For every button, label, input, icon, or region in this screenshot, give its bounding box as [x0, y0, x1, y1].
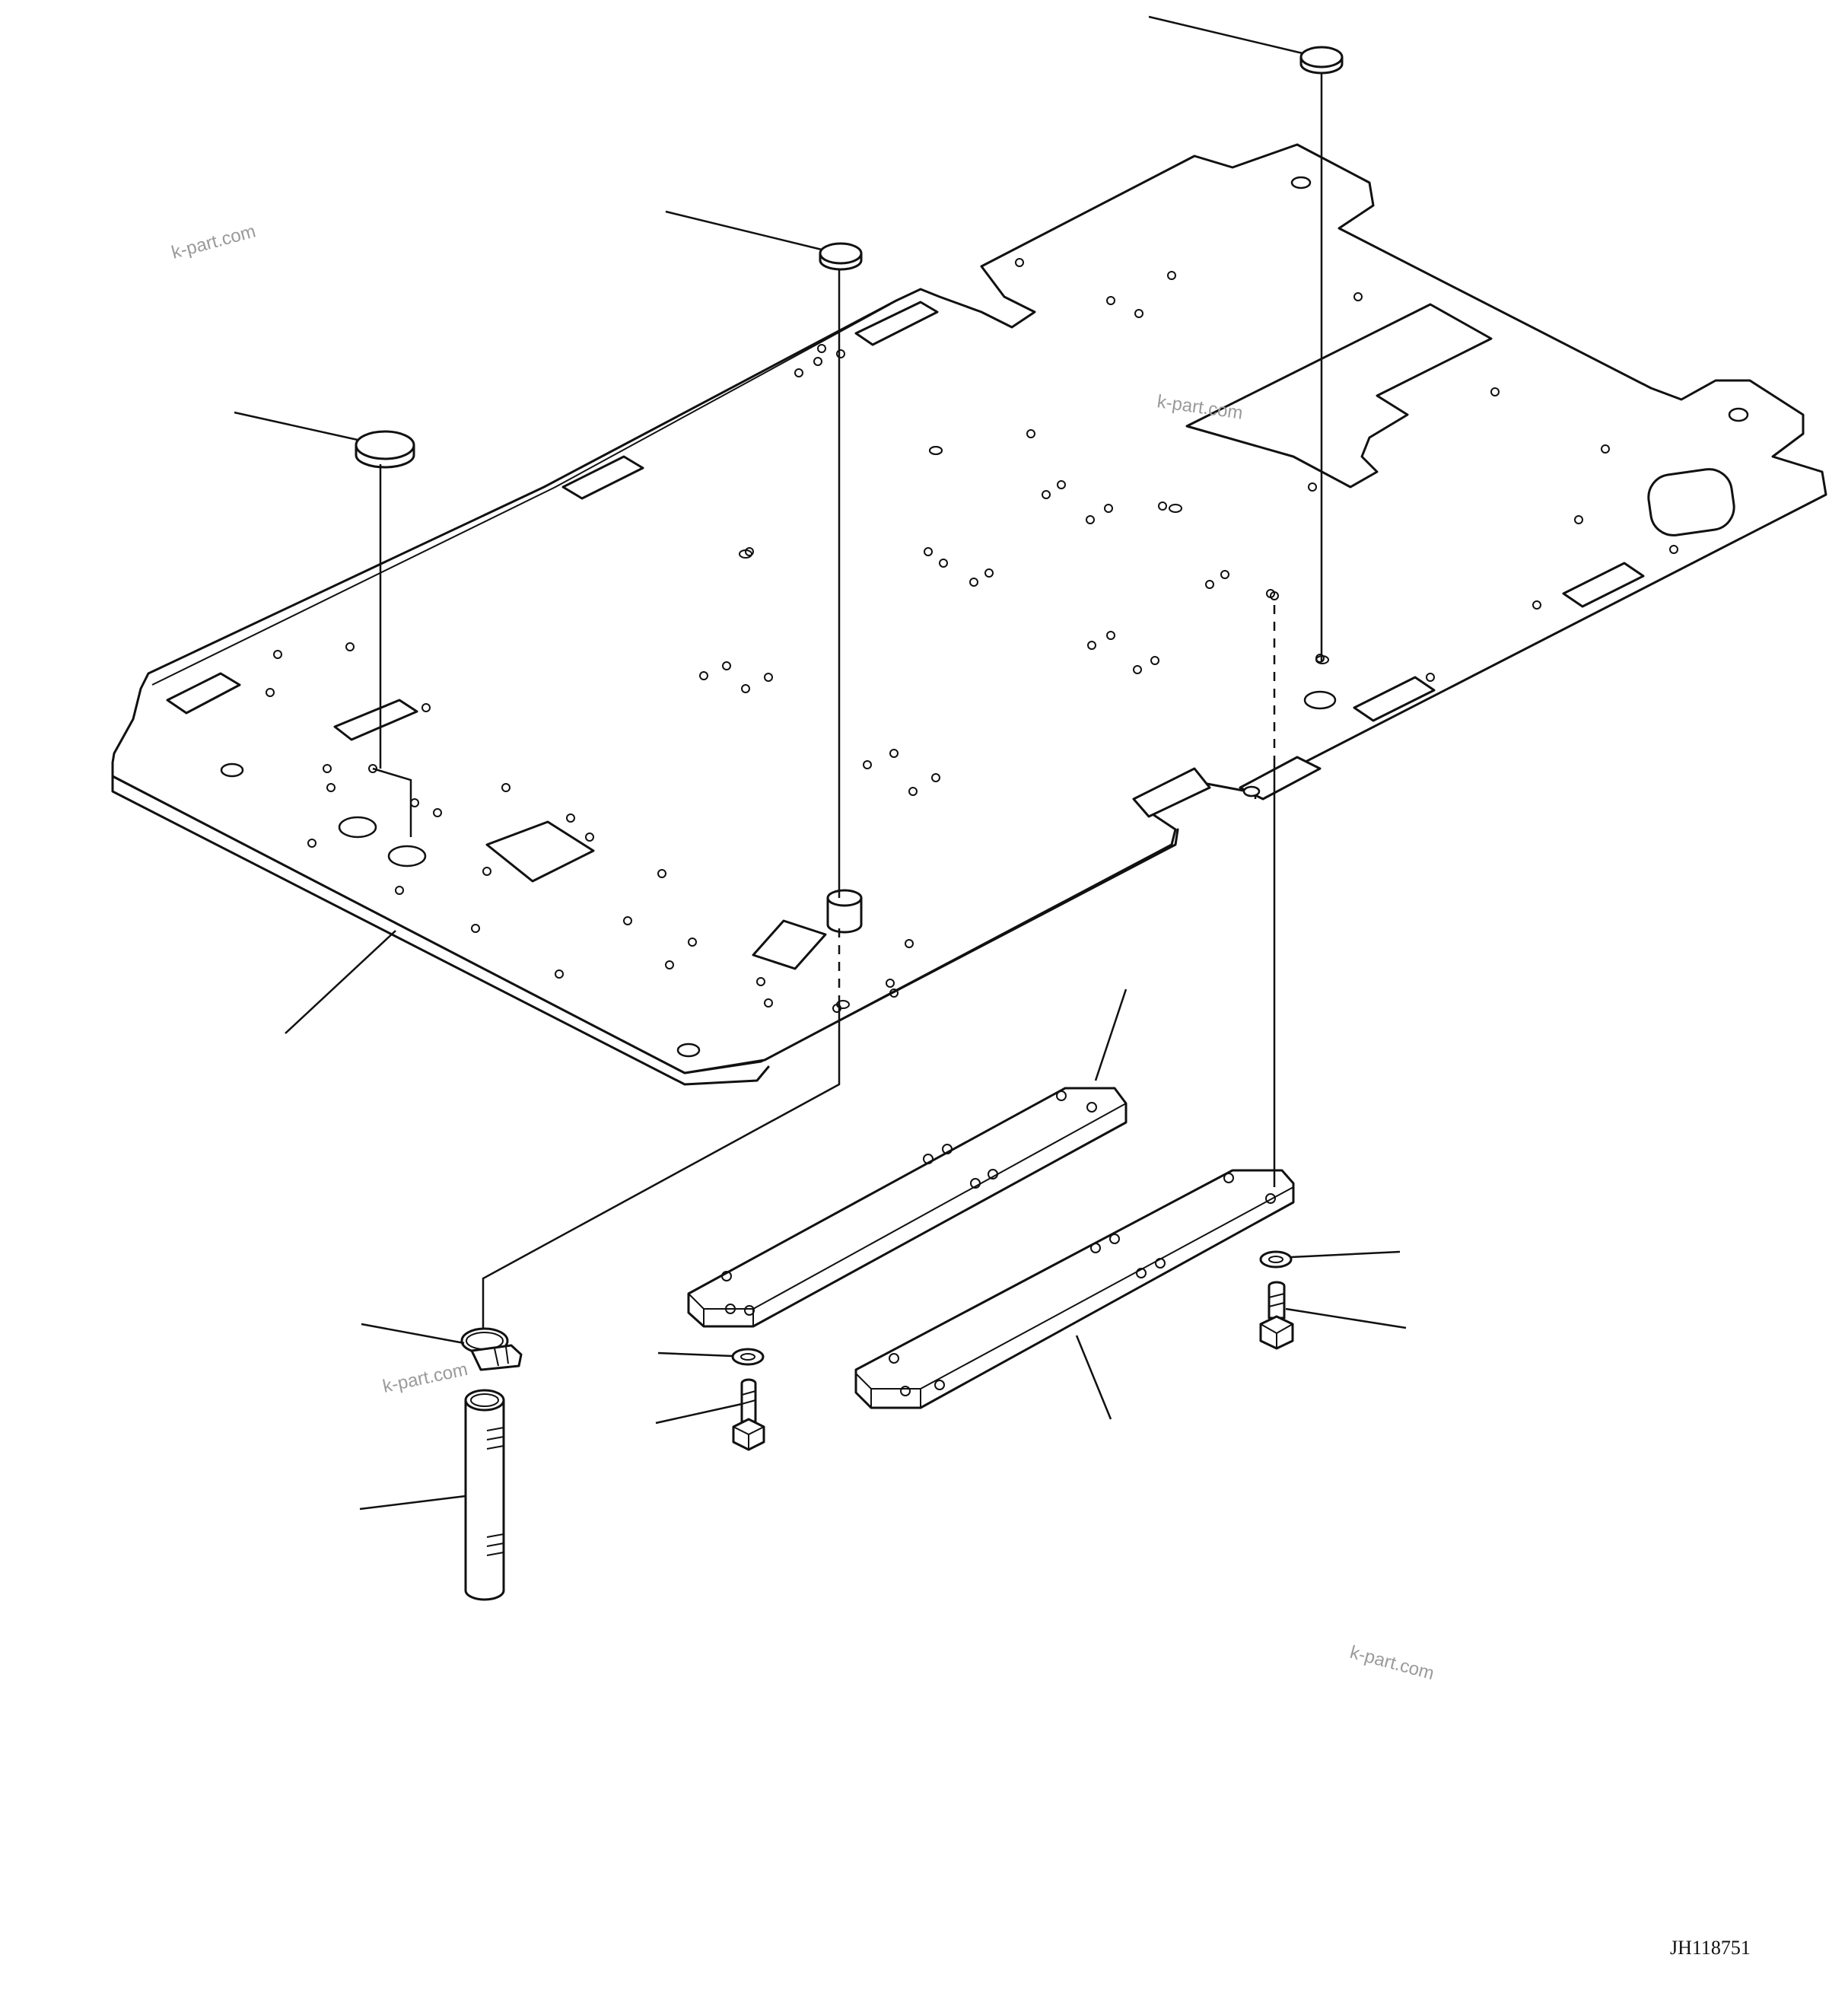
plug-large	[234, 411, 415, 769]
floor-plate	[111, 143, 1827, 1086]
watermark-1: k-part.com	[170, 221, 258, 263]
drawing-code: JH118751	[1670, 1937, 1751, 1959]
plate-holes	[220, 176, 1749, 1058]
drain-hose	[359, 1389, 505, 1601]
plate-small-holes	[266, 258, 1678, 1013]
plate-tabs	[166, 301, 1645, 818]
washer-right	[1259, 1250, 1401, 1269]
drain-stub	[826, 889, 863, 934]
plug-middle	[665, 210, 863, 1004]
mounting-bar-lower	[854, 1169, 1295, 1420]
washer-center	[657, 1348, 765, 1366]
plug-leader-branch	[372, 767, 412, 837]
plug-top	[1148, 15, 1344, 662]
mounting-bar-upper	[687, 988, 1128, 1328]
plate-leader	[285, 930, 396, 1034]
watermark-3: k-part.com	[381, 1359, 469, 1397]
bolt-right	[1259, 1281, 1407, 1350]
hose-clamp	[361, 1004, 841, 1371]
watermark-4: k-part.com	[1347, 1642, 1436, 1684]
bolt-center	[655, 1378, 765, 1451]
